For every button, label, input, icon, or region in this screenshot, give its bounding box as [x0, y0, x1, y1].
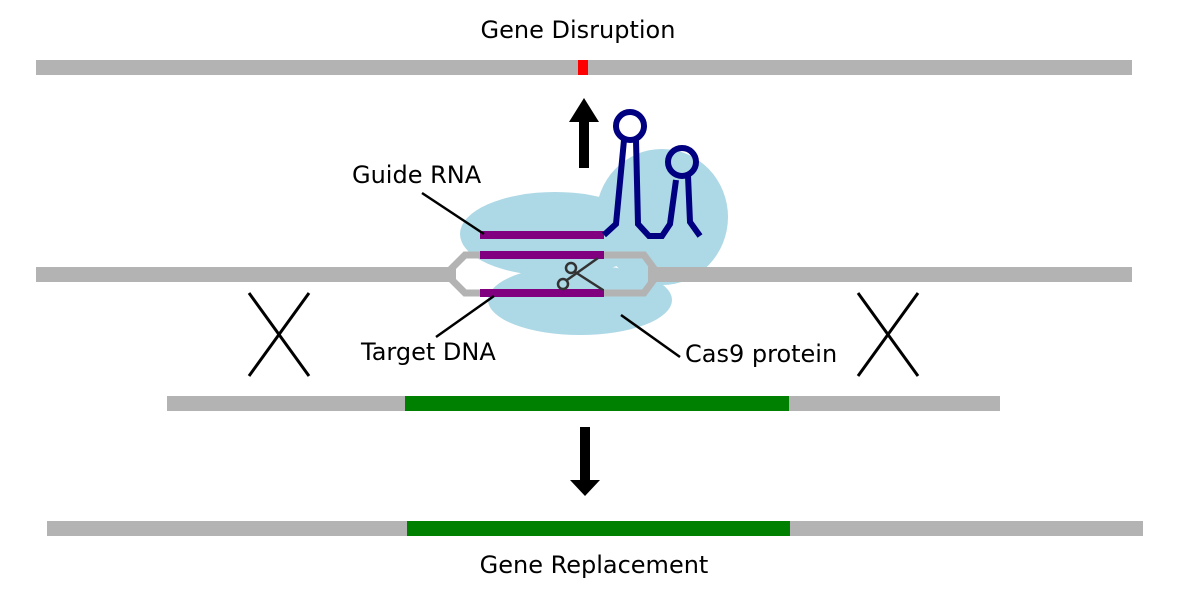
gene-replacement-title: Gene Replacement: [480, 551, 709, 579]
disruption-mark: [578, 60, 588, 75]
rna-hairpin: [601, 109, 703, 239]
guide-rna-strand: [480, 231, 604, 239]
guide-rna-label: Guide RNA: [352, 161, 482, 189]
up-arrow-icon: [569, 98, 599, 168]
donor-replacement-gene: [405, 396, 789, 411]
target-dna-leader-line: [435, 294, 495, 339]
gene-disruption-title: Gene Disruption: [481, 16, 676, 44]
guide-rna-leader-line: [421, 191, 485, 236]
target-dna-upper-segment: [480, 251, 604, 259]
target-dna-label: Target DNA: [360, 338, 496, 366]
target-dna-strand-left: [36, 267, 456, 282]
scissors-icon: [556, 256, 604, 292]
target-dna-strand-right: [648, 267, 1132, 282]
cas9-leader-line: [620, 313, 681, 359]
crossover-left-icon: [247, 292, 311, 377]
crossover-right-icon: [856, 292, 920, 377]
cas9-protein-label: Cas9 protein: [685, 340, 837, 368]
target-dna-lower-segment: [480, 289, 604, 297]
down-arrow-icon: [570, 427, 600, 496]
inserted-replacement-gene: [407, 521, 790, 536]
